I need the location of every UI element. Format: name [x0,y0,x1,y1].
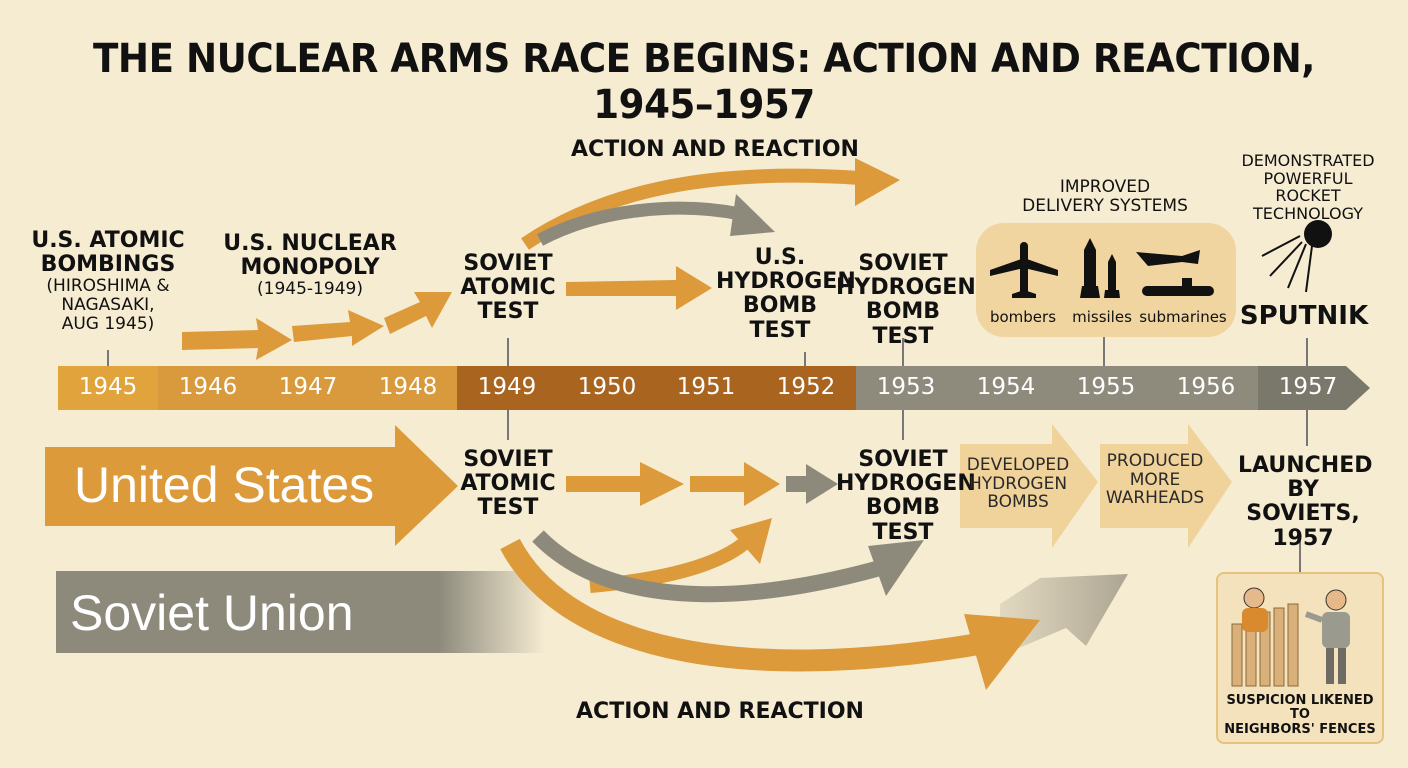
submarines-label: submarines [1139,308,1227,326]
top-curve-orange [521,168,861,250]
event-soviet-atomic-top: SOVIET ATOMIC TEST [460,251,556,325]
year-1946: 1946 [178,374,238,400]
event-soviet-hydrogen-bottom: SOVIET HYDROGEN BOMB TEST [836,447,976,545]
year-1945: 1945 [78,374,138,400]
sputnik-icon [1261,220,1332,293]
year-1950: 1950 [577,374,637,400]
year-1952: 1952 [776,374,836,400]
event-connectors [107,337,1308,572]
missiles-icon [1080,238,1120,298]
event-soviet-hydrogen-top: SOVIET HYDROGEN BOMB TEST [836,251,976,349]
top-straight-arrow [566,266,712,310]
curve-gray-mid [532,530,883,603]
event-us-hydrogen: U.S. HYDROGEN BOMB TEST [716,245,856,343]
big-fade-arrow [1000,574,1128,656]
year-1957: 1957 [1278,374,1338,400]
neighbor-right-icon [1304,589,1350,684]
year-1955: 1955 [1076,374,1136,400]
monopoly-arrows [182,292,452,360]
soviet-lane-band [56,571,546,653]
event-soviet-atomic-bottom: SOVIET ATOMIC TEST [460,447,556,521]
year-1956: 1956 [1176,374,1236,400]
delivery-icons [990,238,1214,298]
bombers-label: bombers [989,308,1057,326]
event-delivery-title: IMPROVED DELIVERY SYSTEMS [1022,177,1188,216]
curve-orange-long [500,538,992,672]
event-produced-warheads: PRODUCED MORE WARHEADS [1105,451,1205,509]
soviet-lane-label: Soviet Union [70,585,354,641]
chevron-developed [960,424,1098,548]
event-us-bombings: U.S. ATOMIC BOMBINGS (HIROSHIMA & NAGASA… [31,228,185,334]
event-us-monopoly: U.S. NUCLEAR MONOPOLY (1945-1949) [223,231,397,300]
bottom-small-arrows [566,462,838,506]
year-1948: 1948 [378,374,438,400]
event-rocket-tech: DEMONSTRATED POWERFUL ROCKET TECHNOLOGY [1241,151,1375,223]
page-title: THE NUCLEAR ARMS RACE BEGINS: ACTION AND… [93,36,1315,128]
top-curve-gray [536,201,742,246]
submarines-icon [1136,250,1214,296]
fence [1231,603,1299,687]
bomber-icon [990,242,1058,298]
year-1951: 1951 [676,374,736,400]
sputnik-label: SPUTNIK [1239,301,1369,331]
year-1947: 1947 [278,374,338,400]
neighbor-left-icon [1242,587,1268,632]
bottom-cycle-label: ACTION AND REACTION [576,699,864,724]
delivery-systems-panel [976,223,1236,337]
us-lane-arrow [45,425,458,546]
year-1954: 1954 [976,374,1036,400]
missiles-label: missiles [1072,308,1132,326]
year-1953: 1953 [876,374,936,400]
us-lane-label: United States [74,457,375,513]
year-1949: 1949 [477,374,537,400]
event-launched-by-soviets: LAUNCHED BY SOVIETS, 1957 [1238,453,1373,551]
event-developed-h-bombs: DEVELOPED HYDROGEN BOMBS [966,455,1070,513]
neighbors-fence-illustration [1231,587,1350,687]
suspicion-caption: SUSPICION LIKENED TO NEIGHBORS' FENCES [1224,693,1376,737]
timeline-bar [58,366,1370,410]
suspicion-box: SUSPICION LIKENED TO NEIGHBORS' FENCES [1216,572,1384,744]
top-cycle-label: ACTION AND REACTION [571,137,859,162]
chevron-produced [1100,424,1232,548]
